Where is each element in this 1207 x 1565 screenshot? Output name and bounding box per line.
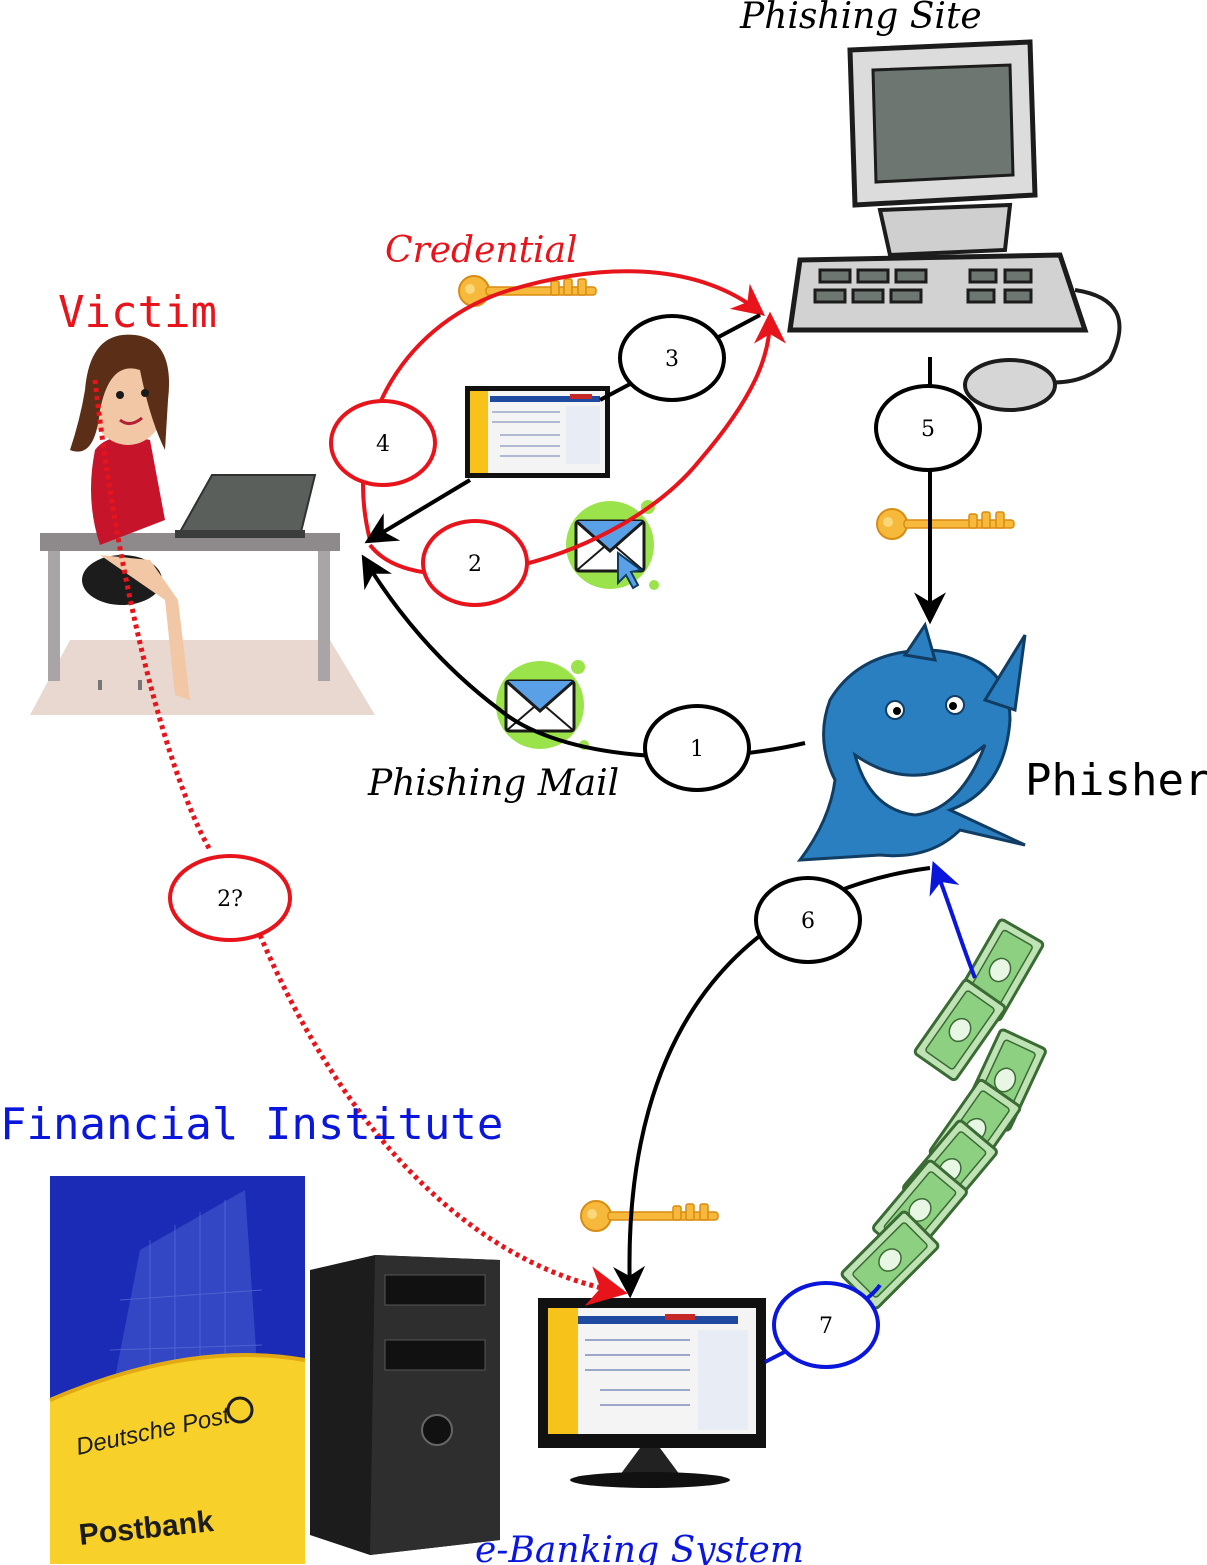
phishing-mail-envelope-icon xyxy=(494,658,591,752)
step-1-label: 1 xyxy=(690,737,704,762)
phishing-site-label: Phishing Site xyxy=(739,0,982,37)
ebanking-monitor xyxy=(538,1298,766,1488)
step-4-label: 4 xyxy=(376,432,390,457)
fake-login-page xyxy=(465,386,610,478)
step-3-label: 3 xyxy=(665,347,679,372)
step-5-label: 5 xyxy=(921,417,935,442)
step-2q-label: 2? xyxy=(217,887,243,912)
money-stack xyxy=(839,917,1049,1311)
financial-institute-building: Deutsche Post Postbank xyxy=(49,1176,306,1564)
step-6-label: 6 xyxy=(801,909,815,934)
flow-page-to-victim xyxy=(364,478,472,544)
flow-step-7-b xyxy=(929,861,977,979)
step-4-circle: 4 xyxy=(329,399,437,487)
step-2-circle: 2 xyxy=(421,519,529,607)
victim-illustration xyxy=(30,334,375,715)
financial-institute-label: Financial Institute xyxy=(0,1099,503,1150)
step-6-circle: 6 xyxy=(754,876,862,964)
flow-step-2q-b xyxy=(257,934,628,1306)
ebanking-system-label: e-Banking System xyxy=(475,1530,804,1565)
step-7-circle: 7 xyxy=(772,1281,880,1369)
banking-key-icon xyxy=(580,1200,719,1232)
cursor-icon xyxy=(617,551,644,590)
phishing-site-computer xyxy=(787,39,1122,412)
step-3-circle: 3 xyxy=(618,314,726,402)
step-2q-circle: 2? xyxy=(168,854,292,942)
flow-step-2q-a xyxy=(92,379,213,852)
credential-label: Credential xyxy=(385,230,578,271)
step-1-circle: 1 xyxy=(643,704,751,792)
step-7-label: 7 xyxy=(819,1314,833,1339)
victim-label: Victim xyxy=(58,287,217,338)
flow-step-6 xyxy=(613,866,931,1299)
stolen-key-icon xyxy=(876,508,1015,540)
step-2-label: 2 xyxy=(468,552,482,577)
phisher-shark xyxy=(796,621,1027,862)
step-5-circle: 5 xyxy=(874,384,982,472)
bank-server-tower xyxy=(310,1255,500,1555)
phishing-mail-label: Phishing Mail xyxy=(367,763,619,804)
phisher-label: Phisher xyxy=(1025,755,1207,806)
